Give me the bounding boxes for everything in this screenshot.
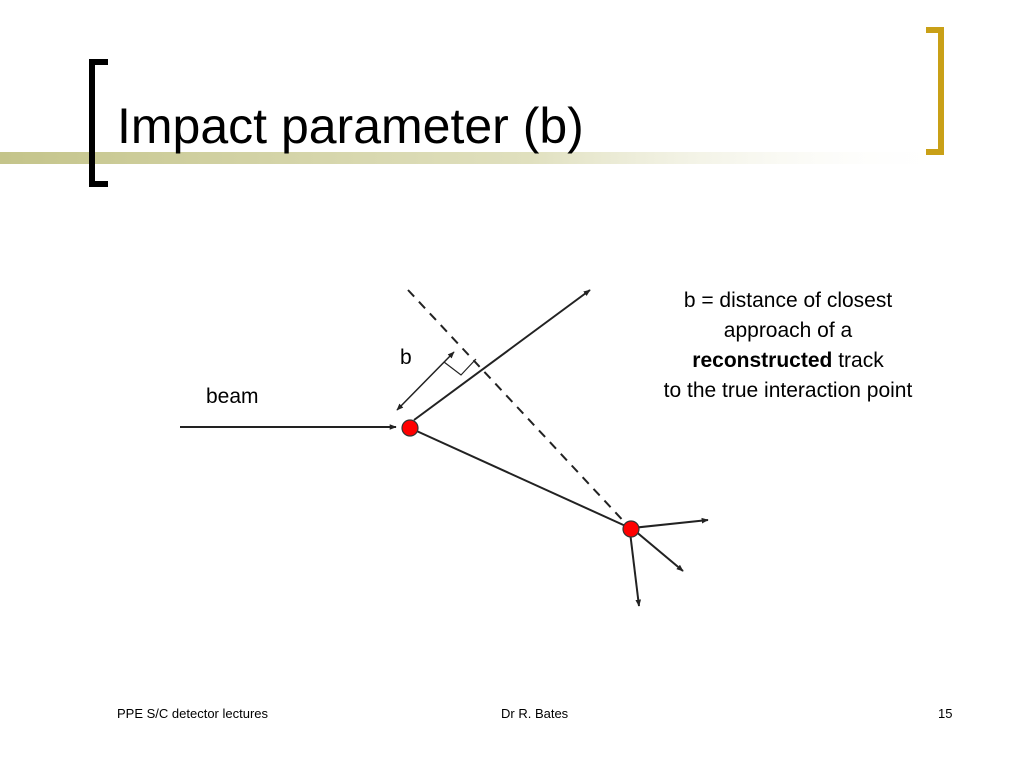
right-bracket-decoration bbox=[926, 27, 944, 155]
footer-author: Dr R. Bates bbox=[501, 706, 569, 721]
slide-title: Impact parameter (b) bbox=[117, 98, 584, 154]
right-angle-marker bbox=[443, 358, 477, 376]
secondary-track-down-right bbox=[633, 529, 684, 572]
reconstructed-track-arrow bbox=[413, 289, 591, 421]
secondary-track-right bbox=[631, 517, 709, 529]
beam-label: beam bbox=[206, 385, 259, 408]
impact-parameter-label: b bbox=[400, 346, 412, 369]
left-bracket-decoration bbox=[89, 59, 108, 187]
definition-text-box: b = distance of closest approach of a re… bbox=[628, 286, 948, 406]
primary-vertex bbox=[401, 419, 419, 437]
definition-line-2: approach of a bbox=[723, 319, 853, 342]
definition-line-1: b = distance of closest bbox=[683, 289, 893, 312]
definition-bold-word: reconstructed bbox=[692, 349, 833, 372]
definition-line-4: to the true interaction point bbox=[663, 379, 913, 402]
decay-track bbox=[409, 427, 631, 529]
definition-line-3-rest: track bbox=[838, 349, 884, 372]
title-underline-bar bbox=[0, 152, 960, 164]
footer-course-name: PPE S/C detector lectures bbox=[117, 706, 269, 721]
definition-line-3: reconstructed track bbox=[628, 346, 948, 376]
secondary-track-down bbox=[629, 531, 642, 607]
extrapolated-track-dashed bbox=[407, 289, 631, 529]
secondary-vertex bbox=[622, 520, 640, 538]
footer-page-number: 15 bbox=[938, 706, 953, 721]
